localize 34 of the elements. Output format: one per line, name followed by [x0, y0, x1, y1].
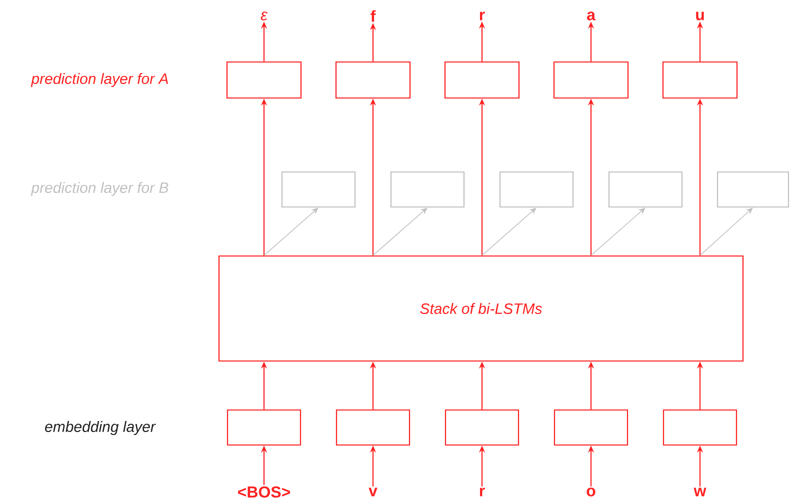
layer-box [662, 409, 738, 446]
input-symbol: v [368, 488, 378, 496]
output-symbol: ε [260, 12, 268, 20]
layer-box [336, 409, 410, 446]
arrow [590, 208, 646, 256]
output-symbol: f [370, 10, 376, 22]
output-symbol: a [587, 12, 596, 20]
layer-label: prediction layer for A [30, 73, 168, 87]
layer-label: embedding layer [45, 421, 156, 435]
arrow [372, 208, 428, 256]
input-symbol: o [586, 488, 596, 496]
layer-box [390, 171, 465, 208]
layer-box [662, 61, 738, 99]
arrow [482, 208, 536, 256]
stack-box: Stack of bi-LSTMs [218, 255, 744, 362]
layer-box [226, 409, 302, 446]
layer-box [716, 171, 790, 208]
arrow [264, 208, 318, 256]
output-symbol: r [480, 12, 485, 20]
output-symbol: u [696, 12, 704, 20]
layer-box [226, 61, 302, 99]
arrow [700, 208, 753, 256]
input-symbol: r [480, 488, 485, 496]
layer-box [499, 171, 574, 208]
layer-box [335, 61, 411, 99]
input-symbol: <BOS> [238, 486, 290, 498]
layer-box [444, 409, 520, 446]
layer-box [554, 409, 628, 446]
layer-box [553, 61, 629, 99]
layer-box [608, 171, 683, 208]
layer-label: prediction layer for B [30, 182, 168, 196]
layer-box [281, 171, 356, 208]
layer-box [444, 61, 520, 99]
input-symbol: w [694, 488, 706, 496]
